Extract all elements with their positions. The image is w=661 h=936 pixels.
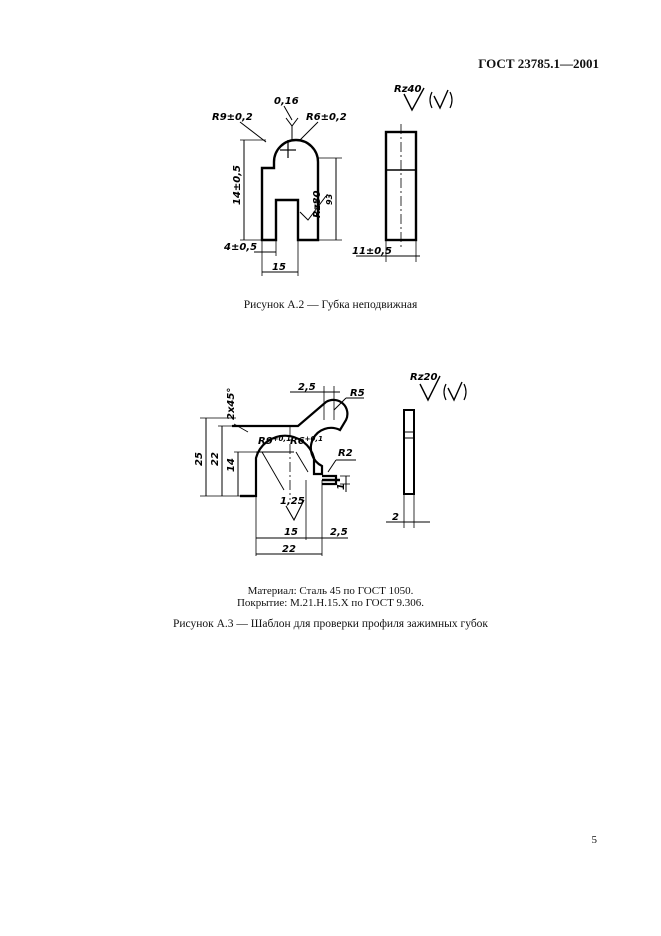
dim-chamfer: 2х45° [226, 388, 237, 420]
page-number: 5 [591, 834, 598, 846]
dim-r9-tol: +0,1 [273, 435, 291, 443]
dim-r6: R6+0,1 [290, 435, 323, 447]
figure-a2-drawing: R9±0,2 R6±0,2 0,16 14±0,5 4±0,5 15 Rz80 … [212, 84, 453, 276]
template-side-view [403, 409, 415, 495]
dim-r6-tol: +0,1 [305, 435, 323, 443]
dim-height-14: 14±0,5 [232, 165, 243, 205]
material-note: Материал: Сталь 45 по ГОСТ 1050. [247, 585, 414, 597]
dim-r6: R6±0,2 [306, 112, 347, 123]
dim-width-22: 22 [282, 544, 296, 555]
dim-height-25: 25 [194, 452, 205, 466]
figure-a2-caption: Рисунок А.2 — Губка неподвижная [243, 299, 418, 311]
dim-93: 93 [325, 193, 334, 205]
template-profile [232, 398, 349, 498]
standard-header: ГОСТ 23785.1—2001 [478, 56, 599, 71]
roughness-rz20: Rz20 [410, 372, 437, 383]
dim-width-15: 15 [284, 527, 298, 538]
coating-note: Покрытие: М.21.Н.15.Х по ГОСТ 9.306. [236, 597, 425, 609]
dim-r5: R5 [350, 388, 365, 399]
dim-r2: R2 [338, 448, 353, 459]
dim-rz80: Rz80 [312, 191, 323, 218]
dim-height-14: 14 [226, 458, 237, 472]
dim-width-2: 2 [392, 512, 399, 523]
dim-height-22: 22 [210, 452, 221, 466]
figure-a3-drawing: 2,5 R5 2х45° R9+0,1 R6+0,1 R2 25 22 14 1… [194, 372, 467, 556]
dim-1: 1 [336, 483, 347, 490]
dim-width-4: 4±0,5 [223, 242, 257, 253]
dim-r9-value: R9 [258, 436, 273, 447]
dim-r6-value: R6 [290, 436, 305, 447]
dim-r9: R9±0,2 [212, 112, 253, 123]
dim-2-5-bottom: 2,5 [330, 527, 348, 538]
roughness-1-25: 1,25 [280, 496, 305, 507]
dim-2-5-top: 2,5 [298, 382, 316, 393]
dim-width-15: 15 [272, 262, 286, 273]
dim-width-11: 11±0,5 [352, 246, 392, 257]
figure-a3-caption: Рисунок А.3 — Шаблон для проверки профил… [172, 618, 489, 630]
jaw-profile-front [260, 138, 320, 242]
dim-tolerance: 0,16 [274, 96, 299, 107]
dim-r9: R9+0,1 [258, 435, 291, 447]
roughness-rz40: Rz40 [394, 84, 421, 95]
